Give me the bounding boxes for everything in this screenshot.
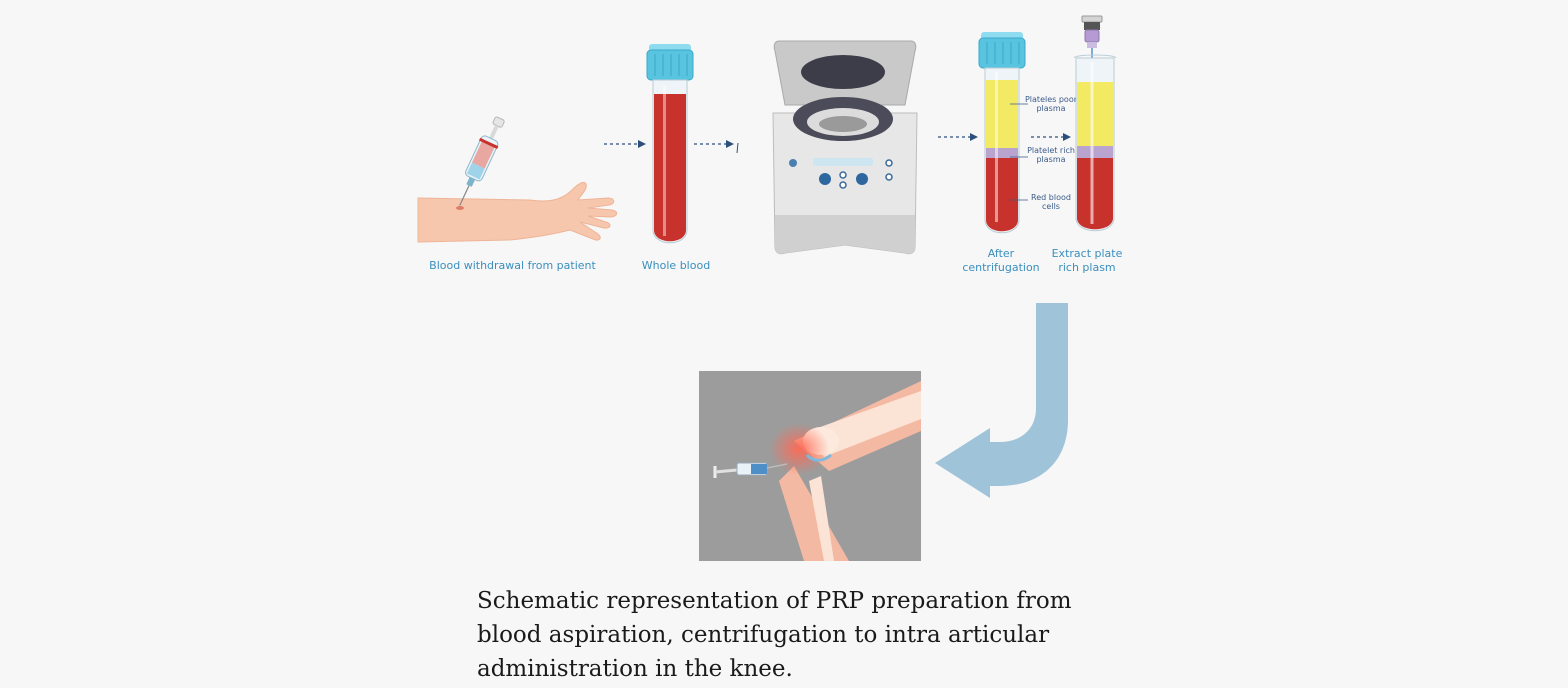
dotted-arrow-3 bbox=[938, 133, 978, 141]
return-arrow bbox=[935, 303, 1068, 498]
dotted-arrow-4 bbox=[1031, 133, 1071, 141]
layer-pointers bbox=[1010, 103, 1028, 201]
figure-caption: Schematic representation of PRP preparat… bbox=[477, 588, 1072, 682]
step-label-extract-prp: Extract plate rich plasm bbox=[1051, 247, 1123, 274]
step-label-whole-blood: Whole blood bbox=[641, 259, 711, 272]
extraction-tube bbox=[1073, 15, 1117, 232]
step-label-after-centrifugation: After centrifugation bbox=[962, 247, 1040, 274]
dotted-arrow-2 bbox=[694, 140, 739, 154]
centrifuged-tube bbox=[978, 32, 1026, 234]
arm-illustration bbox=[417, 181, 618, 243]
dotted-arrow-1 bbox=[604, 140, 646, 148]
syringe-icon bbox=[459, 116, 505, 206]
layer-label-platelet-rich: Platelet rich plasma bbox=[1027, 146, 1075, 164]
knee-injection-illustration bbox=[699, 371, 921, 561]
step-label-blood-withdrawal: Blood withdrawal from patient bbox=[429, 259, 596, 272]
centrifuge-icon bbox=[772, 40, 918, 255]
knee-joint-image bbox=[713, 381, 921, 561]
layer-label-platelet-poor: Plateles poor plasma bbox=[1024, 95, 1078, 113]
knee-syringe-icon bbox=[713, 462, 788, 478]
layer-label-red-cells: Red blood cells bbox=[1031, 193, 1071, 211]
whole-blood-tube bbox=[646, 44, 694, 244]
